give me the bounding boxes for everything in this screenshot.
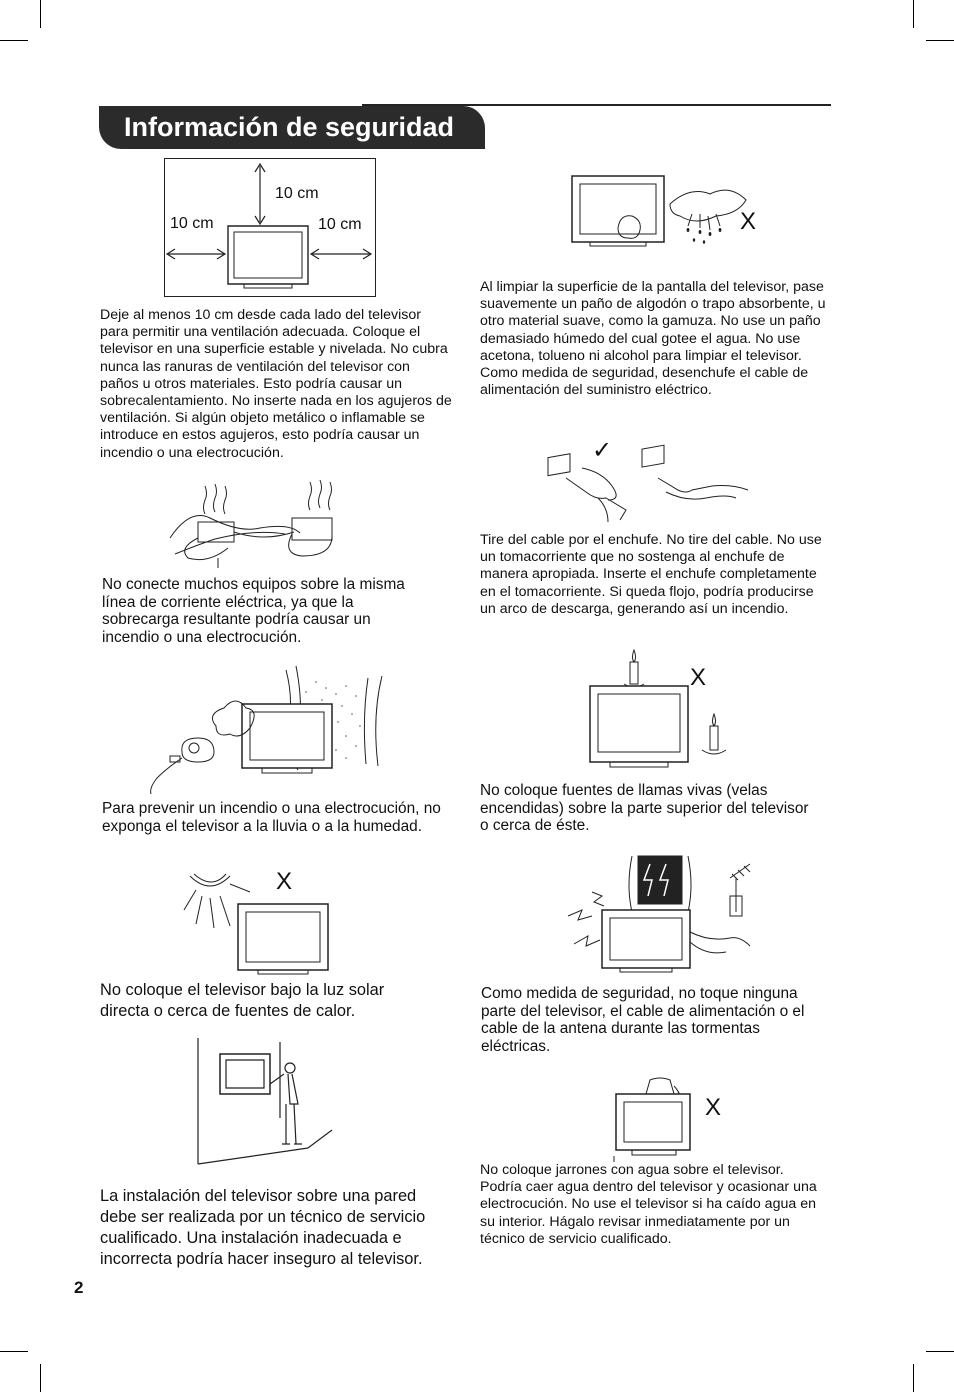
title-bar xyxy=(99,106,485,149)
plug-illustration xyxy=(546,448,750,524)
page-title: Información de seguridad xyxy=(124,112,455,142)
cleaning-x-mark: X xyxy=(740,208,757,235)
cleaning-illustration xyxy=(570,174,770,250)
cleaning-text: Al limpiar la superficie de la pantalla … xyxy=(480,279,826,399)
crop-mark xyxy=(913,1364,914,1392)
wall-installation-illustration xyxy=(196,1038,336,1168)
ventilation-illustration xyxy=(164,158,376,297)
candle-illustration xyxy=(588,648,732,772)
rain-text: Para prevenir un incendio o una electroc… xyxy=(102,800,441,835)
flames-text: No coloque fuentes de llamas vivas (vela… xyxy=(480,782,809,835)
flames-x-mark: X xyxy=(690,664,707,691)
sun-illustration xyxy=(182,866,332,974)
crop-mark xyxy=(0,1351,28,1352)
plug-check-mark: ✓ xyxy=(592,437,613,464)
ventilation-label-left: 10 cm xyxy=(170,215,214,232)
ventilation-label-right: 10 cm xyxy=(318,216,362,233)
crop-mark xyxy=(926,1351,954,1352)
sun-x-mark: X xyxy=(276,868,293,895)
overload-text: No conecte muchos equipos sobre la misma… xyxy=(102,576,405,646)
page-number: 2 xyxy=(74,1278,84,1297)
overload-illustration xyxy=(170,478,370,574)
crop-mark xyxy=(913,0,914,28)
crop-mark xyxy=(40,1364,41,1392)
sun-text: No coloque el televisor bajo la luz sola… xyxy=(100,981,385,1020)
title-rule xyxy=(362,104,831,106)
ventilation-text: Deje al menos 10 cm desde cada lado del … xyxy=(100,307,452,461)
vase-text: No coloque jarrones con agua sobre el te… xyxy=(480,1162,817,1247)
crop-mark xyxy=(40,0,41,28)
vase-illustration xyxy=(614,1076,704,1162)
plug-text: Tire del cable por el enchufe. No tire d… xyxy=(480,532,822,617)
ventilation-label-top: 10 cm xyxy=(275,185,319,202)
wall-text: La instalación del televisor sobre una p… xyxy=(100,1187,426,1268)
storm-text: Como medida de seguridad, no toque ningu… xyxy=(481,985,805,1055)
rain-illustration xyxy=(146,666,392,798)
crop-mark xyxy=(926,40,954,41)
vase-x-mark: X xyxy=(705,1094,722,1121)
storm-illustration xyxy=(566,852,762,974)
crop-mark xyxy=(0,40,28,41)
